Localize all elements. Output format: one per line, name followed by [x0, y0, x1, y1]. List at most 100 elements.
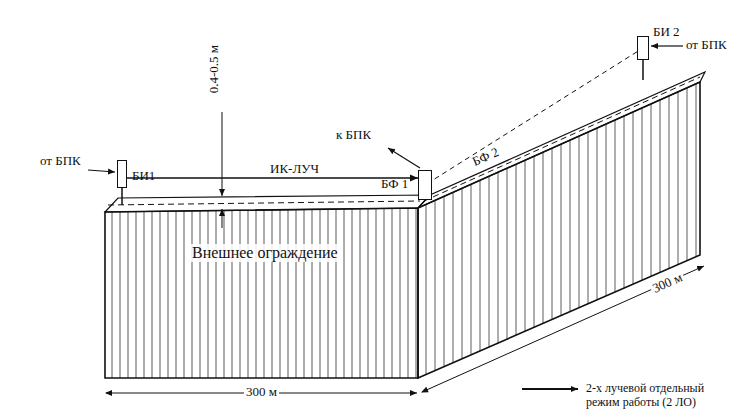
front-top [105, 195, 430, 212]
dimension-line [422, 266, 704, 392]
fence-slat [152, 211, 153, 378]
fence-slat [176, 211, 177, 378]
fence-slat [352, 209, 353, 378]
fence-slat [480, 180, 481, 351]
right-face [418, 82, 700, 378]
fence-label: Внешнее ограждение [190, 244, 340, 262]
fence-slat [552, 148, 553, 319]
block-label: БИ1 [132, 169, 155, 183]
pole [121, 188, 123, 205]
pole [642, 60, 644, 80]
ir-beam [432, 52, 637, 181]
fence-slat [184, 211, 185, 378]
height-dimension [222, 209, 223, 228]
fence-slat [426, 204, 427, 374]
fence-slat [408, 208, 409, 378]
fence-slat [651, 104, 652, 276]
dimension-label: 300 м [649, 270, 687, 297]
right-top [418, 72, 705, 208]
fence-slat [224, 210, 225, 378]
fence-slat [256, 210, 257, 378]
fence-slat [642, 108, 643, 280]
beam-zone [424, 77, 700, 201]
fence-slat [561, 144, 562, 316]
fence-slat [336, 209, 337, 378]
fence-slat [606, 124, 607, 296]
fence-slat [288, 210, 289, 378]
fence-slat [453, 192, 454, 362]
fence-slat [588, 132, 589, 304]
height-label: 0.4-0.5 м [207, 45, 221, 93]
fence-slat [272, 210, 273, 378]
fence-slat [160, 211, 161, 378]
fence-slat [462, 188, 463, 358]
fence-slat [669, 96, 670, 269]
block-label: БФ 1 [381, 177, 408, 191]
fence-slat [360, 209, 361, 378]
fence-slat [516, 164, 517, 335]
fence-slat [579, 136, 580, 308]
fence-slat [232, 210, 233, 378]
fence-slat [416, 208, 417, 378]
feed-arrow [88, 170, 115, 172]
sensor-block: БФ 1 [418, 170, 432, 200]
fence-slat [678, 92, 679, 265]
fence-slat [128, 212, 129, 378]
fence-slat [328, 209, 329, 378]
fence-slat [384, 208, 385, 378]
fence-slat [534, 156, 535, 327]
fence-slat [248, 210, 249, 378]
sensor-block: БИ 2 [637, 36, 649, 60]
fence-slat [144, 212, 145, 378]
fence-slat [368, 209, 369, 378]
fence-slat [597, 128, 598, 300]
fence-slat [444, 196, 445, 366]
fence-slat [624, 116, 625, 288]
fence-slat [400, 208, 401, 378]
fence-slat [570, 140, 571, 312]
fence-slat [392, 208, 393, 378]
fence-slat [660, 100, 661, 273]
fence-slat [264, 210, 265, 378]
ir-beam [127, 177, 418, 178]
sensor-block: БИ1 [117, 160, 127, 188]
fence-slat [376, 209, 377, 378]
fence-slat [525, 160, 526, 331]
fence-slat [344, 209, 345, 378]
fence-slat [471, 184, 472, 355]
fence-slat [498, 172, 499, 343]
fence-slat [112, 212, 113, 378]
fence-slat [168, 211, 169, 378]
fence-slat [696, 84, 697, 257]
fence-slat [304, 209, 305, 378]
fence-slat [633, 112, 634, 284]
fence-slat [136, 212, 137, 378]
front-face [105, 208, 418, 378]
output-arrow [388, 148, 420, 168]
output-label: к БПК [336, 128, 371, 142]
feed-arrow [651, 45, 683, 46]
fence-slat [615, 120, 616, 292]
fence-slat [200, 211, 201, 378]
fence-slat [208, 211, 209, 378]
fence-slat [489, 176, 490, 347]
source-label: от БПК [40, 154, 81, 168]
fence-slat [543, 152, 544, 323]
fence-slat [312, 209, 313, 378]
dimension-label: 300 м [244, 385, 279, 399]
beam-label: ИК-ЛУЧ [270, 162, 319, 176]
fence-slat [507, 168, 508, 339]
fence-slat [280, 210, 281, 378]
fence-slat [120, 212, 121, 378]
fence-slat [320, 209, 321, 378]
source-label: от БПК [686, 38, 727, 52]
fence-slat [435, 200, 436, 370]
fence-slat [240, 210, 241, 378]
fence-slat [216, 211, 217, 378]
block-label: БИ 2 [653, 25, 680, 39]
height-dimension [222, 112, 223, 196]
beam-zone [108, 201, 420, 205]
